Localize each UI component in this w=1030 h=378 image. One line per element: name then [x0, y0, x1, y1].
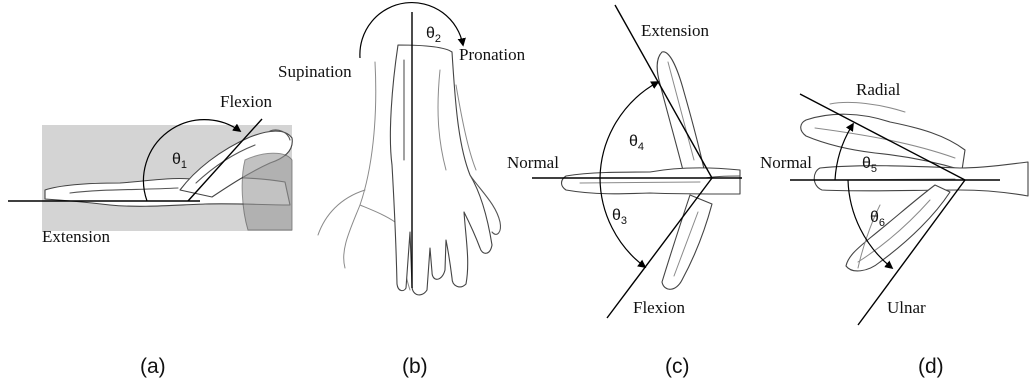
caption-b: (b): [402, 355, 428, 378]
caption-d: (d): [918, 355, 944, 378]
supination-label: Supination: [278, 62, 352, 81]
caption-c: (c): [665, 355, 690, 378]
flexion-label: Flexion: [633, 298, 685, 317]
theta-4-arrow: [600, 82, 658, 178]
theta-2-label: θ2: [426, 25, 441, 45]
panel-b-hands-sketch: [318, 45, 500, 295]
panel-c-hands-sketch: [562, 52, 741, 289]
extension-label: Extension: [42, 227, 110, 246]
panel-a: Flexion Extension θ1 (a): [8, 92, 292, 378]
normal-label: Normal: [507, 153, 559, 172]
radial-label: Radial: [856, 80, 901, 99]
flexion-label: Flexion: [220, 92, 272, 111]
pronation-label: Pronation: [459, 45, 526, 64]
theta-6-label: θ6: [870, 209, 885, 229]
theta-4-label: θ4: [629, 133, 644, 153]
panel-d: Radial Normal Ulnar θ5 θ6 (d): [760, 80, 1028, 378]
normal-label: Normal: [760, 153, 812, 172]
panel-c: Extension Normal Flexion θ4 θ3 (c): [507, 5, 742, 378]
ulnar-label: Ulnar: [887, 298, 926, 317]
extension-label: Extension: [641, 21, 709, 40]
theta-3-label: θ3: [612, 207, 627, 227]
caption-a: (a): [140, 355, 166, 378]
panel-b: Supination Pronation θ2 (b): [278, 3, 526, 378]
panel-d-hands-sketch: [801, 102, 1028, 271]
